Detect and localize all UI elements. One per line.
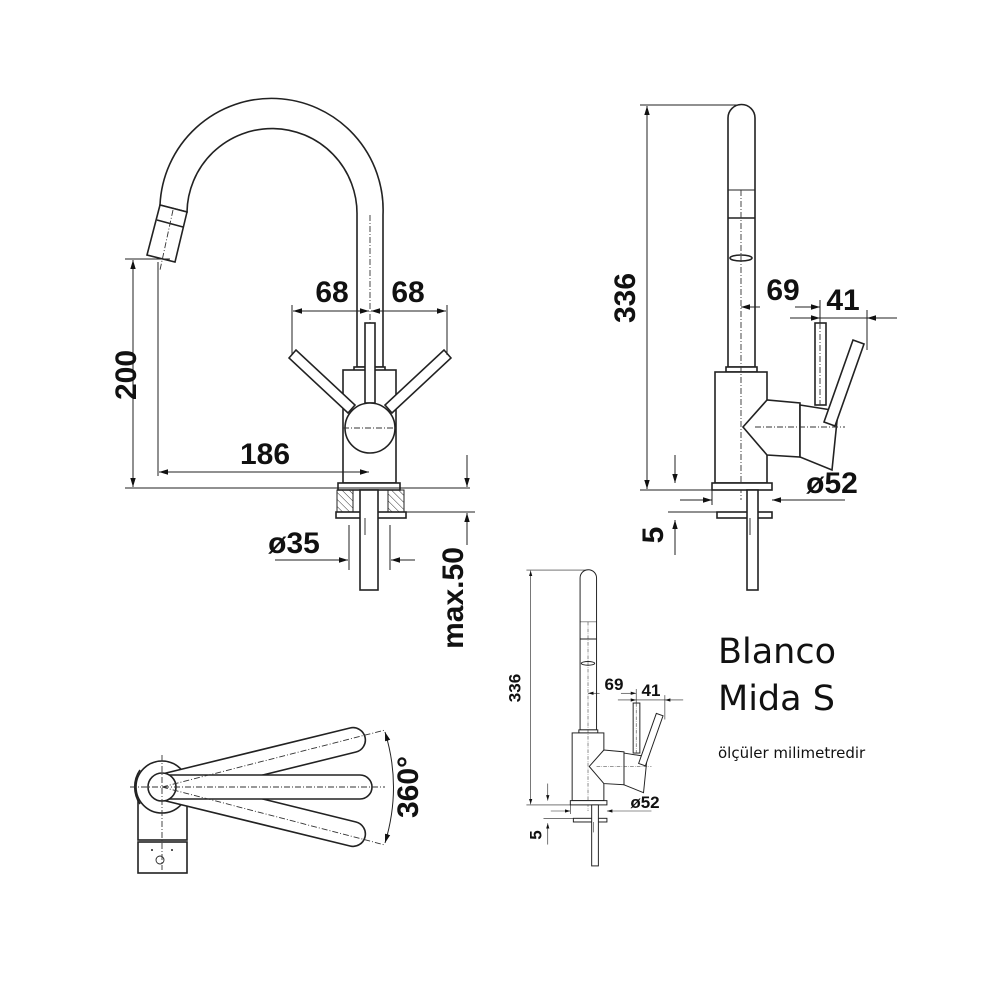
lever-center	[364, 322, 376, 404]
units-note: ölçüler milimetredir	[718, 744, 866, 762]
dim-max-deck: max.50	[437, 547, 470, 649]
dim-base-diameter: ø52	[806, 467, 858, 500]
dim-base-gap: 5	[637, 527, 670, 544]
side-view-small: 336 69 41 ø52 5	[505, 570, 683, 866]
dim-handle-offset: 69	[766, 274, 799, 307]
dim-handle-reach: 41	[826, 284, 859, 317]
dim-handle-reach-small: 41	[642, 681, 661, 700]
lever-right	[383, 348, 453, 415]
front-view: 200 186 68 68 ø35 max.50	[110, 97, 475, 649]
dim-hole-diameter: ø35	[268, 527, 320, 560]
lever-left	[287, 348, 357, 415]
dim-rotation: 360°	[392, 756, 425, 818]
spout-arc	[159, 97, 384, 368]
dim-base-gap-small: 5	[526, 830, 545, 839]
brand-title: Blanco	[718, 632, 837, 672]
dim-handle-offset-small: 69	[605, 675, 624, 694]
dim-lever-right: 68	[391, 276, 424, 309]
dim-lever-left: 68	[315, 276, 348, 309]
top-view: 360°	[130, 726, 425, 874]
dim-spout-height: 200	[110, 350, 143, 400]
model-title: Mida S	[718, 679, 835, 719]
dim-total-height-small: 336	[505, 674, 524, 702]
dim-base-diameter-small: ø52	[630, 793, 659, 812]
dim-total-height: 336	[609, 273, 642, 323]
side-view: 336 69 41 ø52 5	[609, 105, 897, 591]
dim-spout-reach: 186	[240, 438, 290, 471]
spout-head	[146, 204, 188, 263]
